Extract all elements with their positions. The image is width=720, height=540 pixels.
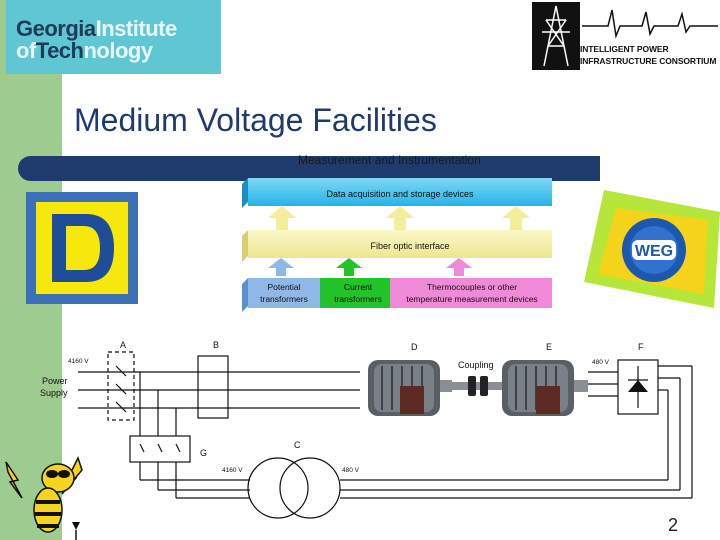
label-d: D — [411, 342, 418, 352]
ipic-logo: INTELLIGENT POWER INFRASTRUCTURE CONSORT… — [532, 2, 720, 70]
label-e: E — [546, 342, 552, 352]
bottom-box-label-1b: transformers — [260, 294, 308, 304]
fiber-optic-label: Fiber optic interface — [370, 241, 449, 251]
power-tower-icon — [532, 2, 580, 70]
arrow-up-icon — [386, 206, 414, 230]
voltage-transformer-left: 4160 V — [222, 467, 243, 474]
power-supply-line1: Power — [42, 376, 68, 386]
data-acquisition-box-side — [242, 178, 248, 208]
voltage-left: 4160 V — [68, 358, 89, 365]
measurement-block-diagram: Data acquisition and storage devices Fib… — [240, 172, 570, 317]
gt-logo-line1: GeorgiaInstitute — [16, 16, 177, 41]
thermocouples-box — [390, 278, 552, 308]
arrow-up-icon — [268, 206, 296, 230]
motor-e-image — [502, 360, 588, 416]
label-f: F — [638, 342, 644, 352]
ipic-line2: INFRASTRUCTURE CONSORTIUM — [580, 56, 717, 66]
weg-logo: WEG — [584, 190, 720, 308]
data-acquisition-label: Data acquisition and storage devices — [326, 189, 474, 199]
voltage-right: 480 V — [592, 359, 610, 366]
data-acquisition-box — [248, 178, 552, 206]
bottom-box-label-3b: temperature measurement devices — [406, 294, 537, 304]
bottom-box-label-1a: Potential — [267, 282, 300, 292]
label-b: B — [213, 340, 219, 350]
label-a: A — [120, 340, 126, 350]
fiber-optic-box-side — [242, 230, 248, 262]
diagram-caption: Measurement and Instrumentation — [298, 153, 481, 167]
georgia-tech-logo: GeorgiaInstitute ofTechnology — [6, 0, 221, 74]
title-bar — [18, 156, 600, 181]
bottom-box-label-3a: Thermocouples or other — [427, 282, 517, 292]
current-transformers-box — [320, 278, 390, 308]
arrow-up-icon — [502, 206, 530, 230]
coupling-label: Coupling — [458, 360, 494, 370]
arrow-up-icon — [268, 258, 294, 276]
bottom-box-label-2a: Current — [344, 282, 373, 292]
motor-d-image — [368, 360, 452, 416]
ipic-line1: INTELLIGENT POWER — [580, 44, 669, 54]
voltage-transformer-right: 480 V — [342, 467, 360, 474]
label-c: C — [294, 440, 301, 450]
coupling-icon — [452, 376, 502, 396]
bottom-box-label-2b: transformers — [334, 294, 382, 304]
arrow-up-icon — [446, 258, 472, 276]
potential-transformers-box — [248, 278, 320, 308]
waveform-icon — [582, 9, 718, 39]
slide-title: Medium Voltage Facilities — [74, 102, 437, 138]
wiring-diagram: A B C D E F G Power Supply Coupling 4160… — [28, 330, 720, 540]
power-supply-line2: Supply — [40, 388, 68, 398]
thyristor-icon — [628, 380, 648, 392]
mascot-image — [0, 452, 100, 540]
page-number: 2 — [668, 515, 679, 535]
square-d-logo — [26, 192, 138, 304]
fiber-optic-box — [248, 230, 552, 258]
label-g: G — [200, 448, 207, 458]
arrow-up-icon — [336, 258, 362, 276]
weg-logo-text: WEG — [635, 243, 673, 260]
gt-logo-line2: ofTechnology — [16, 38, 153, 63]
